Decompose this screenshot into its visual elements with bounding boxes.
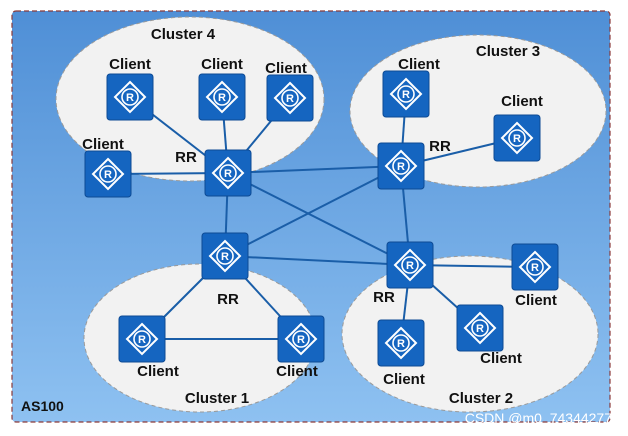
router-c2-rr: R <box>386 241 434 289</box>
router-c4-rr: R <box>204 149 252 197</box>
router-c3-rr: R <box>377 142 425 190</box>
svg-text:R: R <box>297 334 305 346</box>
router-c1-cl1: R <box>118 315 166 363</box>
router-icon: R <box>211 156 245 190</box>
router-c2-cl3: R <box>377 319 425 367</box>
router-icon: R <box>205 80 239 114</box>
router-label-c2-rr: RR <box>373 289 395 306</box>
router-label-c1-cl2: Client <box>276 363 318 380</box>
svg-text:R: R <box>406 260 414 272</box>
router-icon: R <box>463 311 497 345</box>
cluster-4-label: Cluster 4 <box>151 26 216 43</box>
router-c4-cl4: R <box>84 150 132 198</box>
router-label-c2-cl1: Client <box>515 292 557 309</box>
router-c1-cl2: R <box>277 315 325 363</box>
link-c3-rr-c1-rr <box>224 165 402 257</box>
svg-text:R: R <box>513 133 521 145</box>
router-c3-cl1: R <box>382 70 430 118</box>
routers: RRRRClientRClientRClientRClientRRRRClien… <box>82 56 559 388</box>
link-c4-rr-c2-rr <box>227 172 411 266</box>
svg-text:R: R <box>221 251 229 263</box>
svg-text:R: R <box>224 168 232 180</box>
router-c1-rr: R <box>201 232 249 280</box>
svg-text:R: R <box>397 338 405 350</box>
router-label-c4-cl3: Client <box>265 60 307 77</box>
router-label-c4-rr: RR <box>175 149 197 166</box>
cluster-1-label: Cluster 1 <box>185 390 249 407</box>
router-icon: R <box>518 250 552 284</box>
router-icon: R <box>91 157 125 191</box>
link-c1-rr-c2-rr <box>224 255 411 266</box>
svg-text:R: R <box>104 169 112 181</box>
router-c4-cl2: R <box>198 73 246 121</box>
router-icon: R <box>384 149 418 183</box>
router-c4-cl1: R <box>106 73 154 121</box>
router-label-c4-cl2: Client <box>201 56 243 73</box>
router-c2-cl1: R <box>511 243 559 291</box>
cluster-4-area <box>55 16 325 182</box>
router-label-c3-rr: RR <box>429 138 451 155</box>
router-label-c4-cl1: Client <box>109 56 151 73</box>
svg-text:R: R <box>402 89 410 101</box>
router-label-c2-cl2: Client <box>480 350 522 367</box>
router-c4-cl3: R <box>266 74 314 122</box>
router-label-c3-cl1: Client <box>398 56 440 73</box>
router-c2-cl2: R <box>456 304 504 352</box>
router-label-c2-cl3: Client <box>383 371 425 388</box>
router-c3-cl2: R <box>493 114 541 162</box>
router-label-c4-cl4: Client <box>82 136 124 153</box>
router-icon: R <box>284 322 318 356</box>
router-icon: R <box>113 80 147 114</box>
router-icon: R <box>389 77 423 111</box>
svg-text:R: R <box>286 93 294 105</box>
router-label-c3-cl2: Client <box>501 93 543 110</box>
svg-text:R: R <box>531 262 539 274</box>
router-icon: R <box>208 239 242 273</box>
router-icon: R <box>384 326 418 360</box>
cluster-2-label: Cluster 2 <box>449 390 513 407</box>
router-icon: R <box>500 121 534 155</box>
router-icon: R <box>393 248 427 282</box>
router-icon: R <box>273 81 307 115</box>
as-label: AS100 <box>21 398 64 414</box>
router-icon: R <box>125 322 159 356</box>
router-label-c1-cl1: Client <box>137 363 179 380</box>
watermark: CSDN @m0_74344277 <box>465 410 613 426</box>
svg-text:R: R <box>218 92 226 104</box>
router-label-c1-rr: RR <box>217 291 239 308</box>
svg-text:R: R <box>138 334 146 346</box>
link-c4-rr-c3-rr <box>227 165 402 174</box>
cluster-3-label: Cluster 3 <box>476 43 540 60</box>
svg-text:R: R <box>126 92 134 104</box>
svg-text:R: R <box>476 323 484 335</box>
svg-text:R: R <box>397 161 405 173</box>
